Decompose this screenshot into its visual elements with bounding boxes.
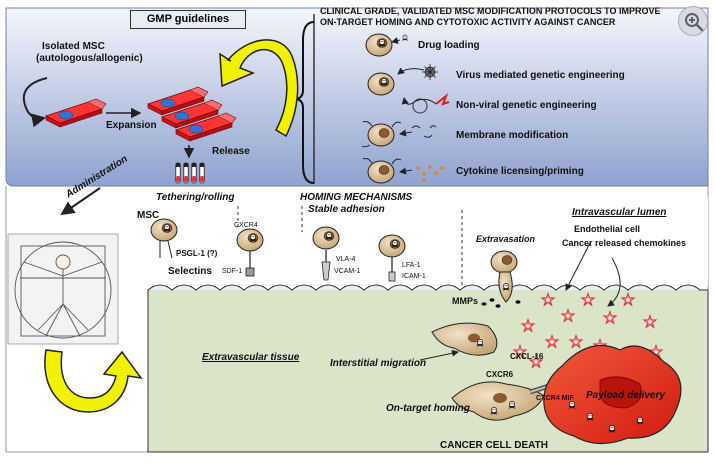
cxcr6-label: CXCR6: [486, 370, 514, 379]
plasmid-icon: [412, 98, 428, 114]
stable-adhesion-label: Stable adhesion: [308, 204, 385, 215]
homing-mechanisms-label: HOMING MECHANISMS: [300, 192, 413, 203]
on-target-homing-label: On-target homing: [386, 403, 470, 414]
msc-extravasation-cell: [490, 250, 518, 303]
protocol-membrane: Membrane modification: [456, 130, 569, 141]
protocol-cell-1: [365, 33, 393, 57]
mmps-label: MMPs: [452, 296, 479, 306]
protocol-drug-loading: Drug loading: [418, 40, 480, 51]
mmp-dots: [481, 298, 521, 308]
isolated-msc-label: Isolated MSC: [42, 41, 105, 52]
protocol-cell-2: [367, 72, 395, 96]
interstitial-migration-label: Interstitial migration: [330, 358, 427, 369]
isolate-arrow: [22, 77, 48, 128]
administration-arrow: [60, 187, 101, 216]
vitruvian-figure: [14, 241, 112, 339]
protocol-virus: Virus mediated genetic engineering: [456, 70, 625, 81]
protocol-cytokine: Cytokine licensing/priming: [456, 166, 584, 177]
msc-lfa1-cell: [378, 234, 406, 258]
psgl1-label: PSGL-1 (?): [176, 249, 218, 258]
lfa1-label: LFA-1: [402, 262, 421, 269]
gmp-guidelines-label: GMP guidelines: [130, 10, 246, 29]
sdf1-label: SDF-1: [222, 268, 243, 275]
release-label: Release: [212, 146, 250, 157]
cytokine-dots-icon: [416, 165, 444, 182]
msc-label: MSC: [137, 210, 160, 221]
protocol-cell-5: [367, 160, 395, 184]
cancer-cell-death-label: CANCER CELL DEATH: [440, 440, 548, 451]
cxcr4-label: CXCR4: [234, 222, 258, 229]
msc-migrating-cell: [431, 322, 498, 356]
protocol-cell-4: [367, 123, 395, 147]
msc-stable-cell: [312, 226, 340, 250]
zoom-in-icon: [685, 13, 704, 32]
vcam1-label: VCAM-1: [334, 268, 361, 275]
extravasation-label: Extravasation: [476, 234, 536, 244]
cxcr4-mif-label: CXCR4 MIF: [536, 395, 574, 402]
cxcl16-label: CXCL-16: [510, 352, 544, 361]
vla4-label: VLA-4: [336, 256, 356, 263]
zoom-in-button[interactable]: [678, 6, 708, 36]
endothelial-cell-label: Endothelial cell: [574, 224, 641, 234]
expansion-label: Expansion: [106, 120, 157, 131]
msc-tethering-cell: [150, 218, 178, 242]
intravascular-lumen-label: Intravascular lumen: [572, 207, 667, 218]
protocol-nonviral: Non-viral genetic engineering: [456, 100, 597, 111]
membrane-ligands-icon: [411, 125, 437, 138]
protocols-title-line1: CLINICAL GRADE, VALIDATED MSC MODIFICATI…: [320, 6, 661, 16]
lightning-icon: [435, 92, 450, 106]
isolated-msc-sublabel: (autologous/allogenic): [36, 53, 143, 64]
msc-cxcr4-cell: [236, 228, 264, 252]
msc-homing-cell: [451, 381, 545, 421]
extravascular-tissue-label: Extravascular tissue: [202, 352, 300, 363]
endothelium: [147, 284, 701, 291]
top-panel: [5, 7, 709, 187]
icam1-label: ICAM-1: [402, 273, 426, 280]
yellow-loop-arrow-top: [219, 39, 299, 138]
selectins-label: Selectins: [168, 266, 212, 277]
protocols-title-line2: ON-TARGET HOMING AND CYTOTOXIC ACTIVITY …: [320, 17, 616, 27]
cancer-chemokines-label: Cancer released chemokines: [562, 238, 687, 248]
payload-delivery-label: Payload delivery: [586, 390, 665, 401]
yellow-arrow-bottom: [44, 349, 143, 413]
tethering-label: Tethering/rolling: [156, 192, 235, 203]
